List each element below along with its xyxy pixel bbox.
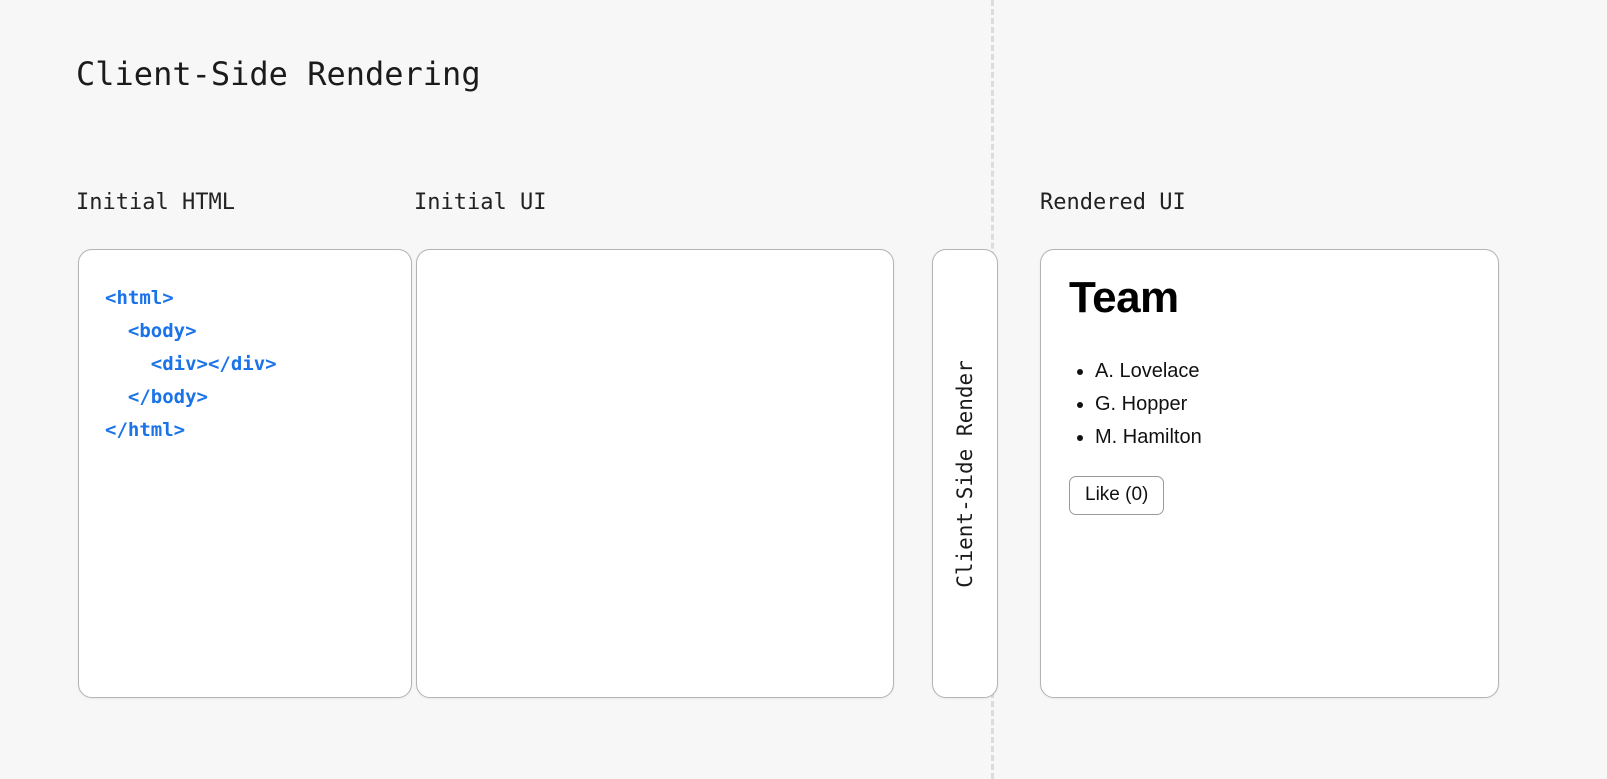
like-button[interactable]: Like (0) (1069, 476, 1165, 516)
caption-rendered-ui: Rendered UI (1040, 190, 1186, 215)
page-title: Client-Side Rendering (76, 55, 481, 93)
panel-rendered-ui: Team A. Lovelace G. Hopper M. Hamilton L… (1040, 249, 1499, 698)
rendered-ui-heading: Team (1069, 273, 1179, 322)
panel-initial-html: <html> <body> <div></div> </body> </html… (78, 249, 412, 698)
team-member-list: A. Lovelace G. Hopper M. Hamilton (1069, 355, 1480, 454)
caption-initial-ui: Initial UI (414, 190, 547, 215)
caption-initial-html: Initial HTML (76, 190, 235, 215)
list-item: G. Hopper (1095, 388, 1480, 421)
panel-client-side-render-step: Client-Side Render (932, 249, 998, 698)
client-side-render-label: Client-Side Render (953, 359, 977, 588)
initial-html-code: <html> <body> <div></div> </body> </html… (105, 287, 277, 441)
panel-initial-ui (416, 249, 894, 698)
list-item: M. Hamilton (1095, 421, 1480, 454)
list-item: A. Lovelace (1095, 355, 1480, 388)
rendered-ui-content: Team A. Lovelace G. Hopper M. Hamilton L… (1069, 273, 1480, 516)
